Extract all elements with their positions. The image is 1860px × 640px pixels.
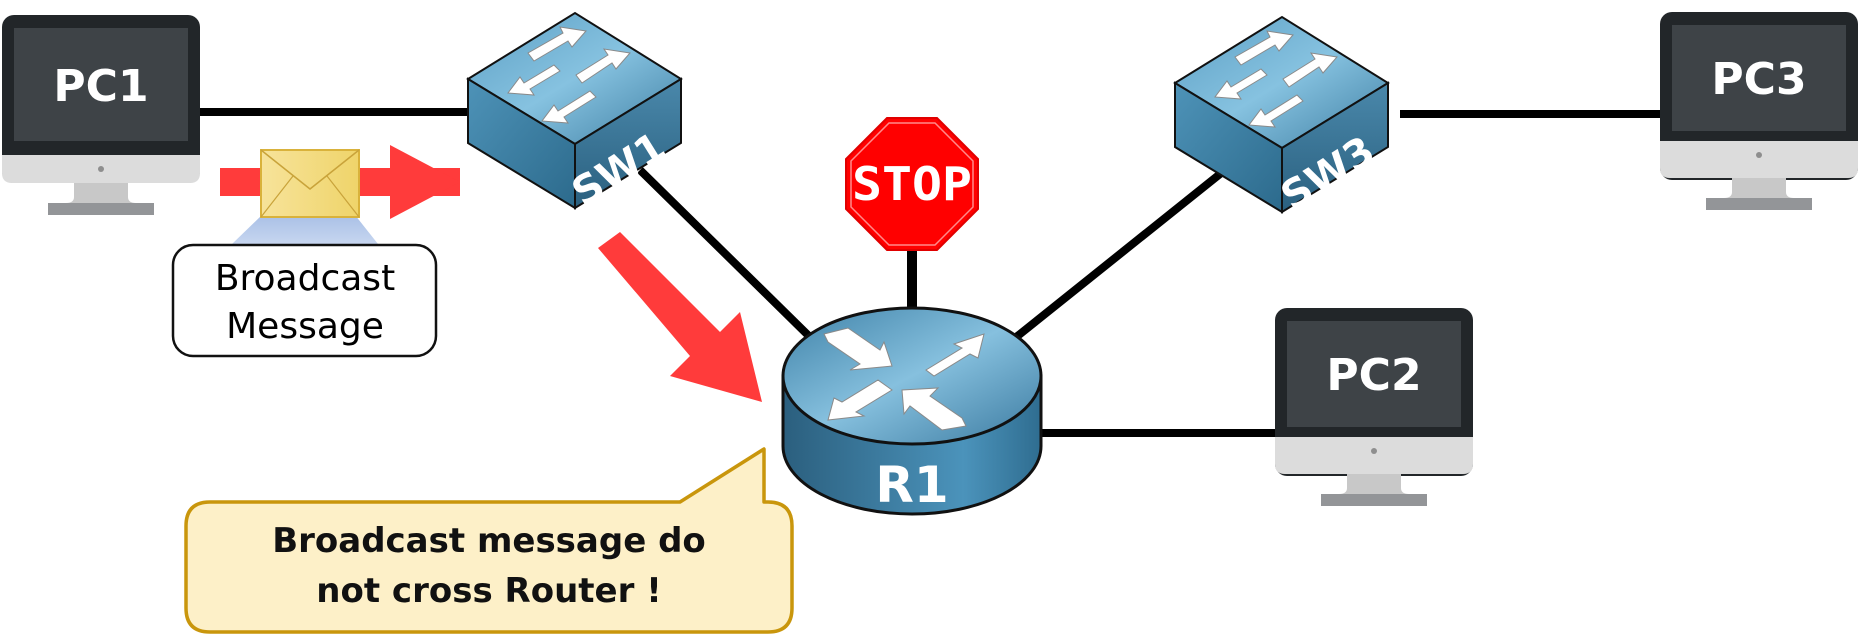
pc2-label: PC2 [1326, 350, 1421, 401]
callout-line2: not cross Router ! [316, 571, 661, 611]
r1-label: R1 [875, 456, 948, 514]
pc1-computer[interactable]: PC1 [2, 15, 200, 215]
link-r1-sw3 [1007, 166, 1228, 346]
stop-sign: STOP [845, 117, 979, 251]
power-led [1756, 152, 1762, 158]
pc2-computer[interactable]: PC2 [1275, 308, 1473, 506]
router-callout: Broadcast message do not cross Router ! [184, 447, 794, 634]
r1-router[interactable]: R1 [781, 306, 1043, 516]
stop-text: STOP [852, 157, 972, 211]
broadcast-label-line2: Message [226, 306, 384, 347]
link-sw1-r1 [637, 167, 818, 345]
switch-arrows-icon [1214, 30, 1338, 128]
envelope-beam [232, 215, 378, 244]
callout-line1: Broadcast message do [272, 521, 706, 561]
sw1-switch[interactable]: SW1 [466, 11, 683, 216]
links [200, 108, 1660, 437]
pc3-computer[interactable]: PC3 [1660, 12, 1858, 210]
envelope-icon [260, 149, 360, 218]
sw3-switch[interactable]: SW3 [1173, 15, 1390, 220]
power-led [1371, 448, 1377, 454]
broadcast-message-label: Broadcast Message [171, 243, 438, 358]
router-arrows-icon [823, 327, 985, 431]
pc1-label: PC1 [53, 61, 148, 112]
switch-arrows-icon [507, 26, 631, 124]
broadcast-arrow-down-right [598, 232, 762, 402]
pc3-label: PC3 [1711, 54, 1806, 105]
power-led [98, 166, 104, 172]
stop-octagon [845, 117, 979, 251]
broadcast-label-line1: Broadcast [215, 258, 395, 299]
